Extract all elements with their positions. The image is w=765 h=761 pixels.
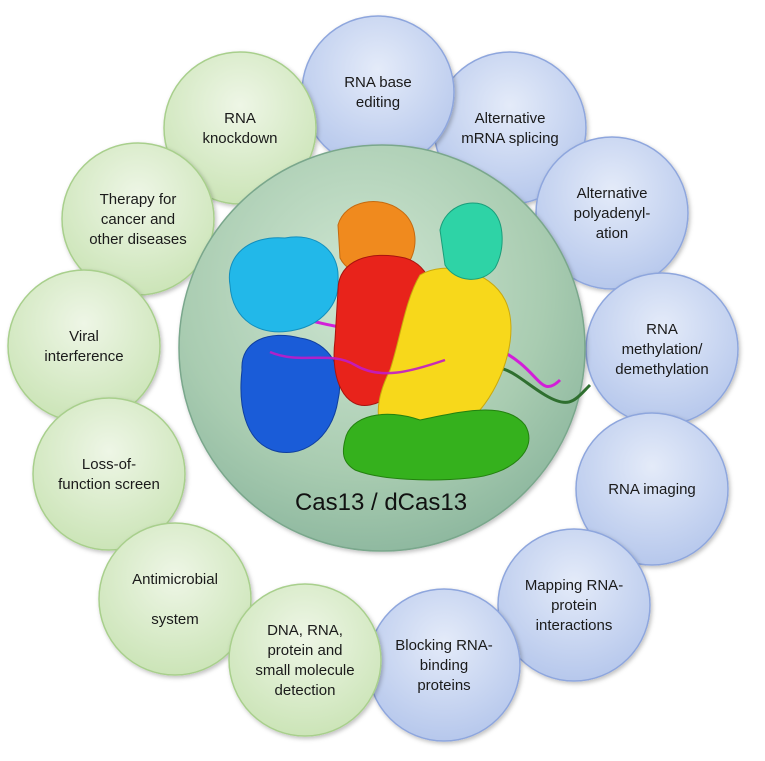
application-label-line: editing	[356, 94, 400, 111]
application-circle-detection: DNA, RNA, protein and small molecule detect…	[228, 583, 382, 737]
protein-domain-cyan	[228, 236, 339, 333]
protein-domain-teal	[439, 202, 503, 280]
application-circle-loss-of-function: Loss-of-function screen	[32, 397, 186, 551]
application-label-line: Antimicrobial	[132, 571, 218, 588]
protein-domain-green	[342, 409, 530, 481]
cas13-protein-structure	[228, 201, 592, 481]
application-label-line: interactions	[536, 617, 613, 634]
application-label-line: polyadenyl-	[574, 205, 651, 222]
application-label-line: RNA base	[344, 74, 412, 91]
application-circle-rna-imaging: RNA imaging	[575, 412, 729, 566]
application-label-line: binding	[420, 657, 468, 674]
application-label-line: Mapping RNA-	[525, 577, 623, 594]
application-label-line: function screen	[58, 476, 160, 493]
application-circle-mapping-rna-protein: Mapping RNA-protein interactions	[497, 528, 651, 682]
application-label-line: ation	[596, 225, 629, 242]
center-label: Cas13 / dCas13	[295, 489, 467, 516]
application-label-line: small molecule	[255, 662, 354, 679]
application-circle-alternative-polyadenylation: Alternative polyadenyl-ation	[535, 136, 689, 290]
application-disc	[228, 583, 382, 737]
application-label-line: RNA	[224, 110, 256, 127]
protein-domain-blue	[240, 334, 341, 454]
application-disc	[32, 397, 186, 551]
center-circle: Cas13 / dCas13	[178, 144, 592, 552]
application-label-line: interference	[44, 348, 123, 365]
application-label-line: RNA	[646, 321, 678, 338]
application-disc	[575, 412, 729, 566]
application-circle-blocking-rna-binding: Blocking RNA-binding proteins	[367, 588, 521, 742]
application-label-line: mRNA splicing	[461, 130, 559, 147]
application-disc	[535, 136, 689, 290]
application-label-line: knockdown	[202, 130, 277, 147]
rna-strand-front	[269, 350, 446, 375]
application-circle-rna-methylation: RNA methylation/demethylation	[585, 272, 739, 426]
application-label-line: Therapy for	[100, 191, 177, 208]
application-label-line: Alternative	[475, 110, 546, 127]
application-label-line: Viral	[69, 328, 99, 345]
application-label-line: Alternative	[577, 185, 648, 202]
application-label-line: protein and	[267, 642, 342, 659]
application-label-line: Loss-of-	[82, 456, 136, 473]
application-circle-viral-interference: Viral interference	[7, 269, 161, 423]
application-label-line: system	[151, 611, 199, 628]
application-label-line: RNA imaging	[608, 481, 696, 498]
application-label-line: demethylation	[615, 361, 708, 378]
application-disc	[7, 269, 161, 423]
application-label-line: detection	[275, 682, 336, 699]
application-label-line: DNA, RNA,	[267, 622, 343, 639]
application-circle-antimicrobial: Antimicrobial system	[98, 522, 252, 676]
application-label-line: Blocking RNA-	[395, 637, 493, 654]
application-disc	[497, 528, 651, 682]
application-circle-therapy: Therapy for cancer and other diseases	[61, 142, 215, 296]
application-label-line: proteins	[417, 677, 470, 694]
application-label-line: methylation/	[622, 341, 704, 358]
application-label-line: cancer and	[101, 211, 175, 228]
application-label-line: other diseases	[89, 231, 187, 248]
application-disc	[98, 522, 252, 676]
application-label-line: protein	[551, 597, 597, 614]
